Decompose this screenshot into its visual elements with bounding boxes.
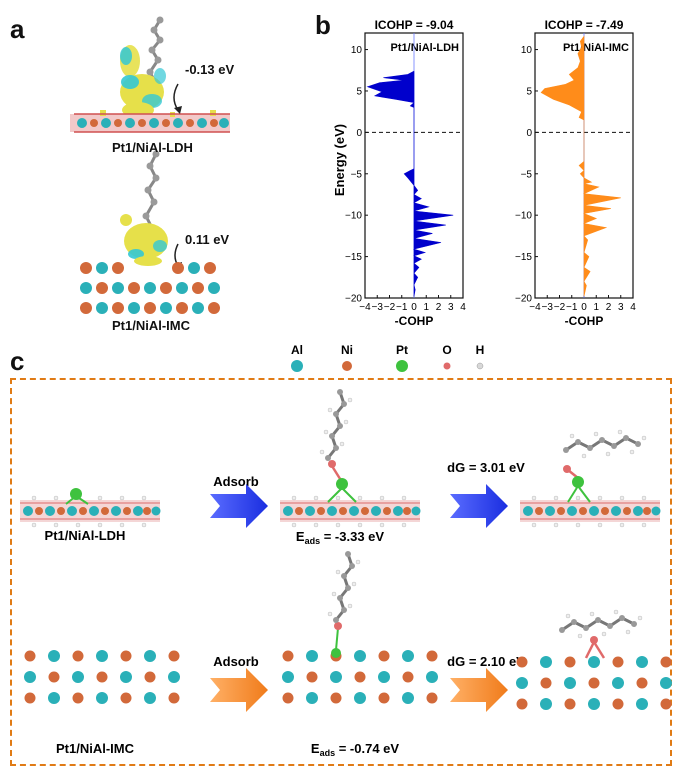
y-tick-label-1: −20	[515, 294, 532, 305]
x-tick-label-0: 4	[460, 302, 466, 313]
y-tick-label-0: −20	[345, 294, 362, 305]
y-tick-label-0: 0	[356, 128, 362, 139]
x-tick-label-0: −1	[396, 302, 408, 313]
legend-h-label: H	[476, 343, 485, 357]
legend-o-atom	[443, 362, 451, 370]
row2-eads-symbol: Eads = -0.74 eV	[311, 741, 399, 758]
chart-annotation-0: Pt1/NiAl-LDH	[391, 42, 460, 54]
chart-title-1: ICOHP = -7.49	[545, 18, 624, 32]
x-tick-label-1: 1	[593, 302, 599, 313]
y-tick-label-0: −15	[345, 252, 362, 263]
panel-a-structures	[70, 16, 230, 314]
x-tick-label-1: 2	[606, 302, 612, 313]
imc-final-slab	[516, 608, 672, 710]
imc-adsorbed-slab	[282, 549, 438, 704]
x-axis-label-1: -COHP	[565, 314, 604, 328]
legend-ni-label: Ni	[341, 343, 353, 357]
y-tick-label-0: 5	[356, 86, 362, 97]
panel-a-letter: a	[10, 14, 25, 44]
ldh-initial-slab	[19, 488, 162, 528]
x-tick-label-1: 0	[581, 302, 587, 313]
x-tick-label-1: −4	[529, 302, 541, 313]
legend-o-label: O	[442, 343, 451, 357]
y-tick-label-1: −15	[515, 252, 532, 263]
imc-slab-bottom	[80, 262, 220, 314]
y-tick-label-0: −10	[345, 211, 362, 222]
chart-annotation-1: Pt1/NiAl-IMC	[563, 42, 629, 54]
legend-al-atom	[291, 360, 303, 372]
carbon-atoms-top	[146, 16, 164, 76]
cohp-charts: Energy (eV) ICOHP = -9.04Pt1/NiAl-LDH−4−…	[332, 18, 636, 328]
row1-adsorb-arrow	[210, 484, 268, 528]
charge-transfer-top: -0.13 eV	[185, 62, 235, 77]
structure-label-ldh: Pt1/NiAl-LDH	[112, 140, 193, 155]
panel-b-letter: b	[315, 10, 331, 40]
row1-start-label: Pt1/NiAl-LDH	[45, 528, 126, 543]
x-axis-label-0: -COHP	[395, 314, 434, 328]
row2-step1-label: Adsorb	[213, 654, 259, 669]
panel-c-letter: c	[10, 346, 25, 376]
y-tick-label-1: −10	[515, 211, 532, 222]
structure-label-imc: Pt1/NiAl-IMC	[112, 318, 190, 333]
y-tick-label-1: −5	[521, 169, 533, 180]
y-tick-label-0: 10	[351, 45, 363, 56]
atom-legend: Al Ni Pt O H	[291, 343, 485, 372]
x-tick-label-0: −2	[384, 302, 396, 313]
x-tick-label-0: 1	[423, 302, 429, 313]
ldh-slab-top	[70, 110, 230, 133]
panel-c-frame	[10, 378, 672, 766]
x-tick-label-0: −3	[372, 302, 384, 313]
imc-initial-slab	[24, 650, 180, 704]
y-tick-label-1: 10	[521, 45, 533, 56]
x-tick-label-0: 2	[436, 302, 442, 313]
y-tick-label-1: 5	[526, 86, 532, 97]
x-tick-label-1: 3	[618, 302, 624, 313]
y-axis-label: Energy (eV)	[332, 124, 347, 196]
y-tick-label-0: −5	[351, 169, 363, 180]
x-tick-label-0: 3	[448, 302, 454, 313]
legend-ni-atom	[342, 361, 352, 371]
row1-eads-symbol: Eads = -3.33 eV	[296, 529, 384, 546]
charge-density-top	[120, 45, 166, 118]
x-tick-label-1: 4	[630, 302, 636, 313]
legend-h-atom	[476, 362, 484, 370]
y-tick-label-1: 0	[526, 128, 532, 139]
legend-al-label: Al	[291, 343, 303, 357]
cohp-series-0-0	[366, 70, 454, 297]
row1-step2-label: dG = 3.01 eV	[447, 460, 525, 475]
x-tick-label-0: −4	[359, 302, 371, 313]
x-tick-label-1: −1	[566, 302, 578, 313]
charge-transfer-bottom: 0.11 eV	[185, 232, 230, 247]
ldh-adsorbed-slab	[279, 387, 422, 528]
legend-pt-atom	[396, 360, 408, 372]
row1-step1-label: Adsorb	[213, 474, 259, 489]
row2-adsorb-arrow	[210, 668, 268, 712]
legend-pt-label: Pt	[396, 343, 408, 357]
x-tick-label-1: −2	[554, 302, 566, 313]
ldh-final-slab	[519, 428, 662, 528]
x-tick-label-0: 0	[411, 302, 417, 313]
row1-desorb-arrow	[450, 484, 508, 528]
row2-start-label: Pt1/NiAl-IMC	[56, 741, 135, 756]
row2-step2-label: dG = 2.10 eV	[447, 654, 525, 669]
reaction-scheme: Pt1/NiAl-LDH Adsorb Eads = -3.33 eV dG =…	[19, 387, 672, 758]
pt-atom	[70, 488, 82, 500]
chart-title-0: ICOHP = -9.04	[375, 18, 454, 32]
transfer-arrow-top	[173, 83, 179, 111]
charge-density-bottom	[120, 214, 168, 266]
cohp-series-1-0	[540, 35, 621, 297]
row2-desorb-arrow	[450, 668, 508, 712]
x-tick-label-1: −3	[542, 302, 554, 313]
